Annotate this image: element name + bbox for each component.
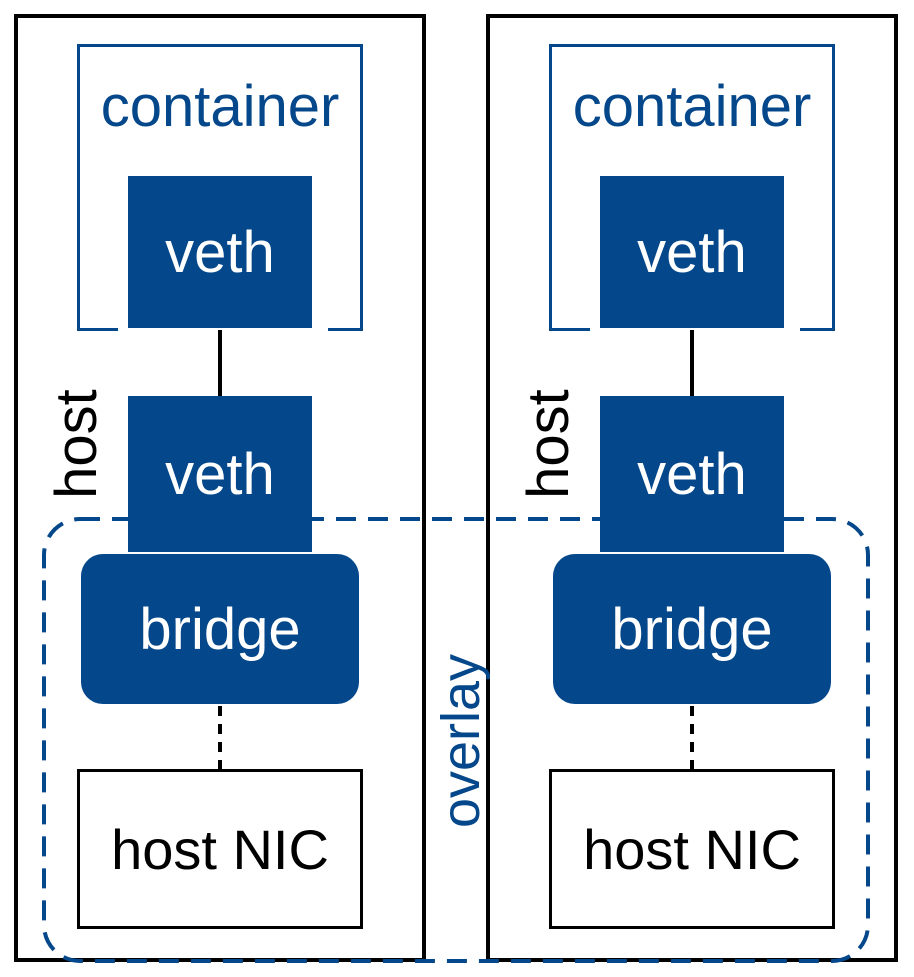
host-veth-right: veth [600,396,784,552]
container-label-right: container [572,74,812,139]
container-veth-right: veth [600,176,784,328]
veth-link-left [218,330,222,396]
overlay-label: overlay [431,653,491,829]
host-nic-right: host NIC [549,769,835,929]
host-veth-left: veth [128,396,312,552]
host-box-left [14,14,426,962]
bridge-nic-link-right [690,706,694,770]
veth-link-right [690,330,694,396]
bridge-right: bridge [553,554,831,704]
container-veth-left: veth [128,176,312,328]
bridge-nic-link-left [218,706,222,770]
host-nic-left: host NIC [77,769,363,929]
container-label-left: container [100,74,340,139]
overlay-dashed-border [42,517,870,963]
bridge-left: bridge [81,554,359,704]
host-box-right [486,14,898,962]
